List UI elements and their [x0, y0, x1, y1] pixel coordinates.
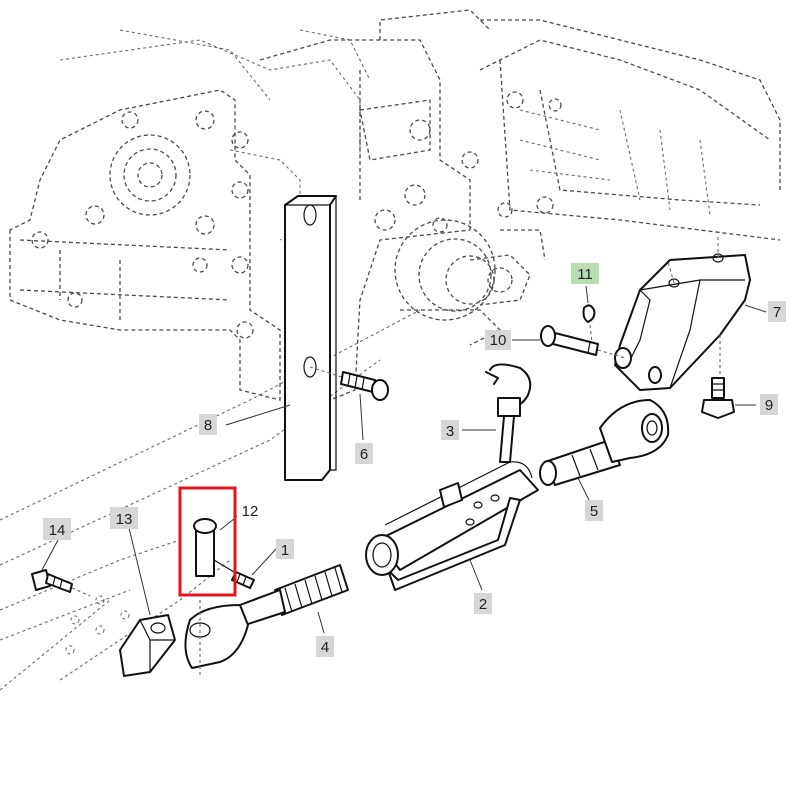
part-6-bolt[interactable]	[309, 366, 389, 401]
selection-highlight-box	[178, 486, 237, 597]
part-7-bracket[interactable]	[614, 235, 751, 391]
callout-2-text: 2	[479, 596, 487, 613]
callout-3[interactable]: 3	[441, 420, 459, 440]
part-4-clevis-rod[interactable]	[184, 564, 349, 675]
callout-1-text: 1	[281, 542, 289, 559]
part-10-pin[interactable]	[540, 325, 626, 359]
part-8-bar[interactable]	[284, 195, 337, 481]
callout-6-text: 6	[360, 446, 368, 463]
leader-lines	[41, 285, 767, 634]
callout-5-text: 5	[590, 503, 598, 520]
callout-10-text: 10	[490, 332, 507, 349]
part-13-block[interactable]	[119, 614, 176, 677]
callout-11[interactable]: 11	[571, 263, 599, 284]
callout-4-text: 4	[321, 639, 329, 656]
transmission-housing-outline	[0, 9, 781, 691]
callout-1[interactable]: 1	[276, 539, 294, 559]
callout-3-text: 3	[446, 423, 454, 440]
part-9-bolt[interactable]	[701, 377, 735, 419]
part-11-clip[interactable]	[582, 304, 596, 343]
part-14-bolt[interactable]	[31, 569, 91, 597]
part-5-top-link[interactable]	[539, 399, 670, 486]
callout-8-text: 8	[204, 417, 212, 434]
callout-13[interactable]: 13	[110, 507, 138, 529]
callout-6[interactable]: 6	[355, 443, 373, 464]
callout-8[interactable]: 8	[199, 414, 217, 435]
callout-4[interactable]: 4	[316, 636, 334, 657]
callout-12[interactable]: 12	[237, 500, 263, 521]
callout-5[interactable]: 5	[585, 500, 603, 521]
callout-2[interactable]: 2	[474, 593, 492, 614]
callout-9-text: 9	[765, 397, 773, 414]
callout-14[interactable]: 14	[43, 518, 71, 540]
callout-11-text: 11	[577, 266, 593, 283]
callout-9[interactable]: 9	[760, 394, 778, 415]
callout-12-text: 12	[242, 503, 259, 520]
callout-7-text: 7	[773, 304, 781, 321]
part-2-turnbuckle[interactable]	[365, 461, 539, 591]
part-12-pin[interactable]	[193, 518, 255, 589]
part-3-pin[interactable]	[485, 363, 532, 463]
callout-10[interactable]: 10	[485, 330, 511, 350]
callout-14-text: 14	[49, 522, 66, 539]
callout-13-text: 13	[116, 511, 133, 528]
callout-7[interactable]: 7	[768, 301, 786, 322]
